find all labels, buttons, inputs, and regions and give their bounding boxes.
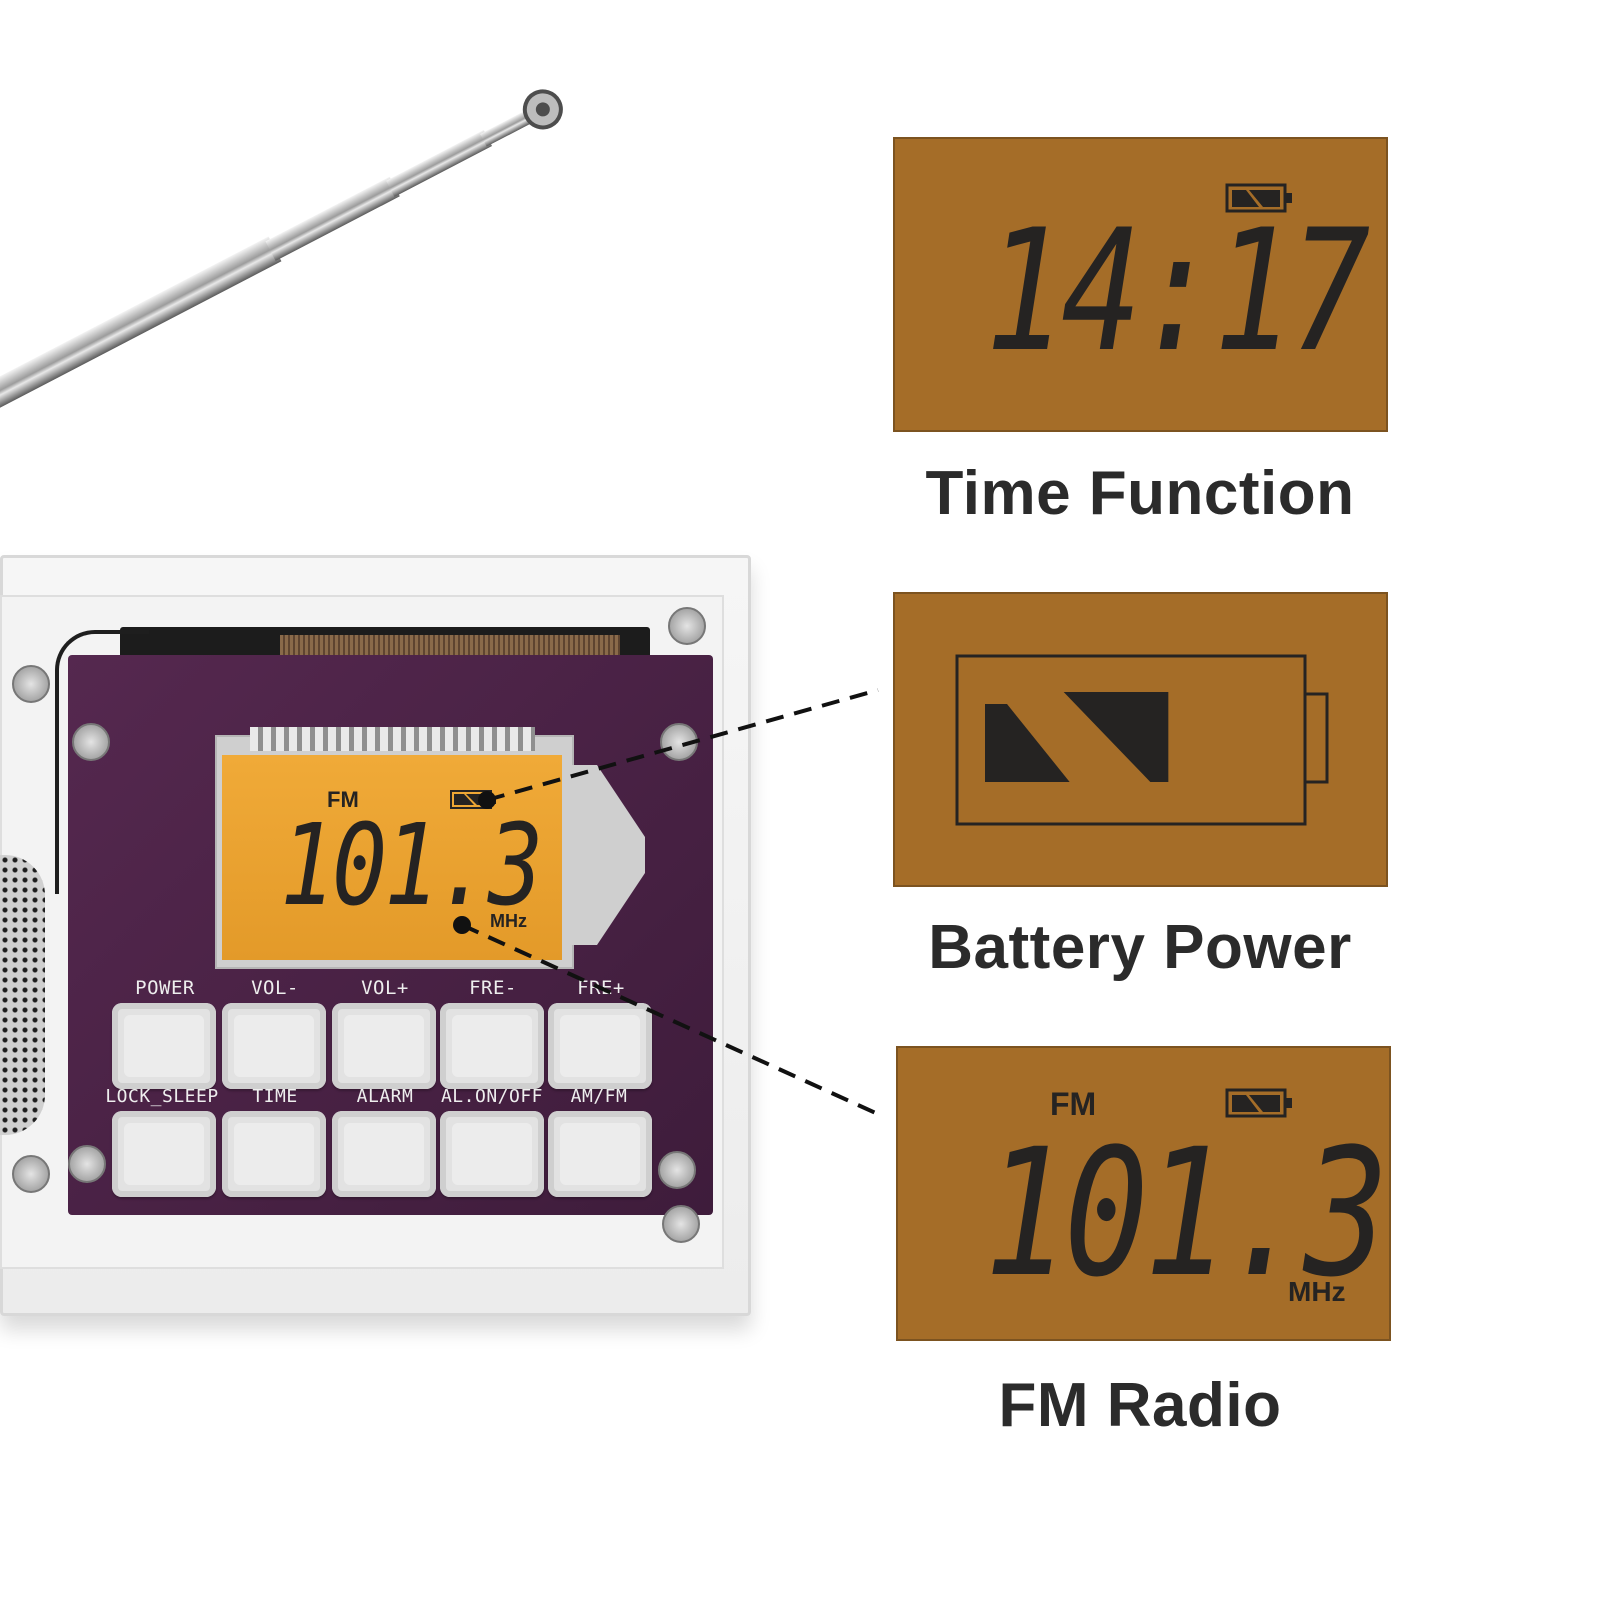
label-vol-plus: VOL+ [361, 977, 409, 999]
battery-fill-bar [1063, 692, 1169, 782]
battery-fill-bars [985, 692, 1169, 782]
device-lcd-unit: MHz [490, 911, 527, 931]
label-lock-sleep: LOCK_SLEEP [105, 1086, 219, 1107]
vol-minus-button[interactable] [222, 1003, 326, 1089]
battery-fill-bar [985, 704, 1070, 782]
large-battery-icon [955, 654, 1329, 826]
battery-power-panel [893, 592, 1388, 887]
telescopic-antenna [0, 89, 563, 414]
fm-panel-battery-icon [1225, 1088, 1292, 1118]
device-lcd-band: FM [327, 787, 359, 812]
screw-head [658, 1151, 696, 1189]
label-al-on-off: AL.ON/OFF [440, 1086, 544, 1107]
label-vol-minus: VOL- [251, 977, 299, 999]
am-fm-button[interactable] [548, 1111, 652, 1197]
fre-minus-button[interactable] [440, 1003, 544, 1089]
vol-plus-button[interactable] [332, 1003, 436, 1089]
label-am-fm: AM/FM [570, 1086, 628, 1107]
device-lcd-frequency: 101.3 [280, 801, 543, 931]
al-on-off-button[interactable] [440, 1111, 544, 1197]
screw-head [12, 665, 50, 703]
screw-head [668, 607, 706, 645]
time-function-panel: 14:17 [893, 137, 1388, 432]
fm-panel-unit: MHz [1288, 1276, 1346, 1307]
screw-head [68, 1145, 106, 1183]
battery-power-caption: Battery Power [928, 913, 1352, 982]
fm-radio-panel: FM 101.3 MHz [896, 1046, 1391, 1341]
time-panel-battery-icon [1225, 183, 1292, 213]
alarm-button[interactable] [332, 1111, 436, 1197]
label-alarm: ALARM [356, 1086, 414, 1107]
fm-panel-frequency: 101.3 [984, 1111, 1389, 1316]
label-power: POWER [135, 977, 195, 999]
screw-head [72, 723, 110, 761]
time-function-caption: Time Function [925, 459, 1355, 528]
fm-radio-caption: FM Radio [998, 1371, 1282, 1440]
fre-plus-button[interactable] [548, 1003, 652, 1089]
fm-panel-band: FM [1050, 1086, 1097, 1122]
lcd-connector-pins [250, 727, 535, 751]
speaker-grille [0, 855, 45, 1135]
lock-sleep-button[interactable] [112, 1111, 216, 1197]
device-lcd-screen: FM 101.3 MHz [222, 755, 562, 960]
label-time: TIME [252, 1086, 298, 1107]
antenna-wire [55, 630, 149, 894]
time-button[interactable] [222, 1111, 326, 1197]
label-fre-minus: FRE- [469, 977, 517, 999]
screw-head [662, 1205, 700, 1243]
time-panel-clock: 14:17 [985, 193, 1370, 389]
screw-head [12, 1155, 50, 1193]
power-button[interactable] [112, 1003, 216, 1089]
radio-device: FM 101.3 MHz POWER VOL- VOL+ FRE- FRE+ [0, 555, 751, 1316]
